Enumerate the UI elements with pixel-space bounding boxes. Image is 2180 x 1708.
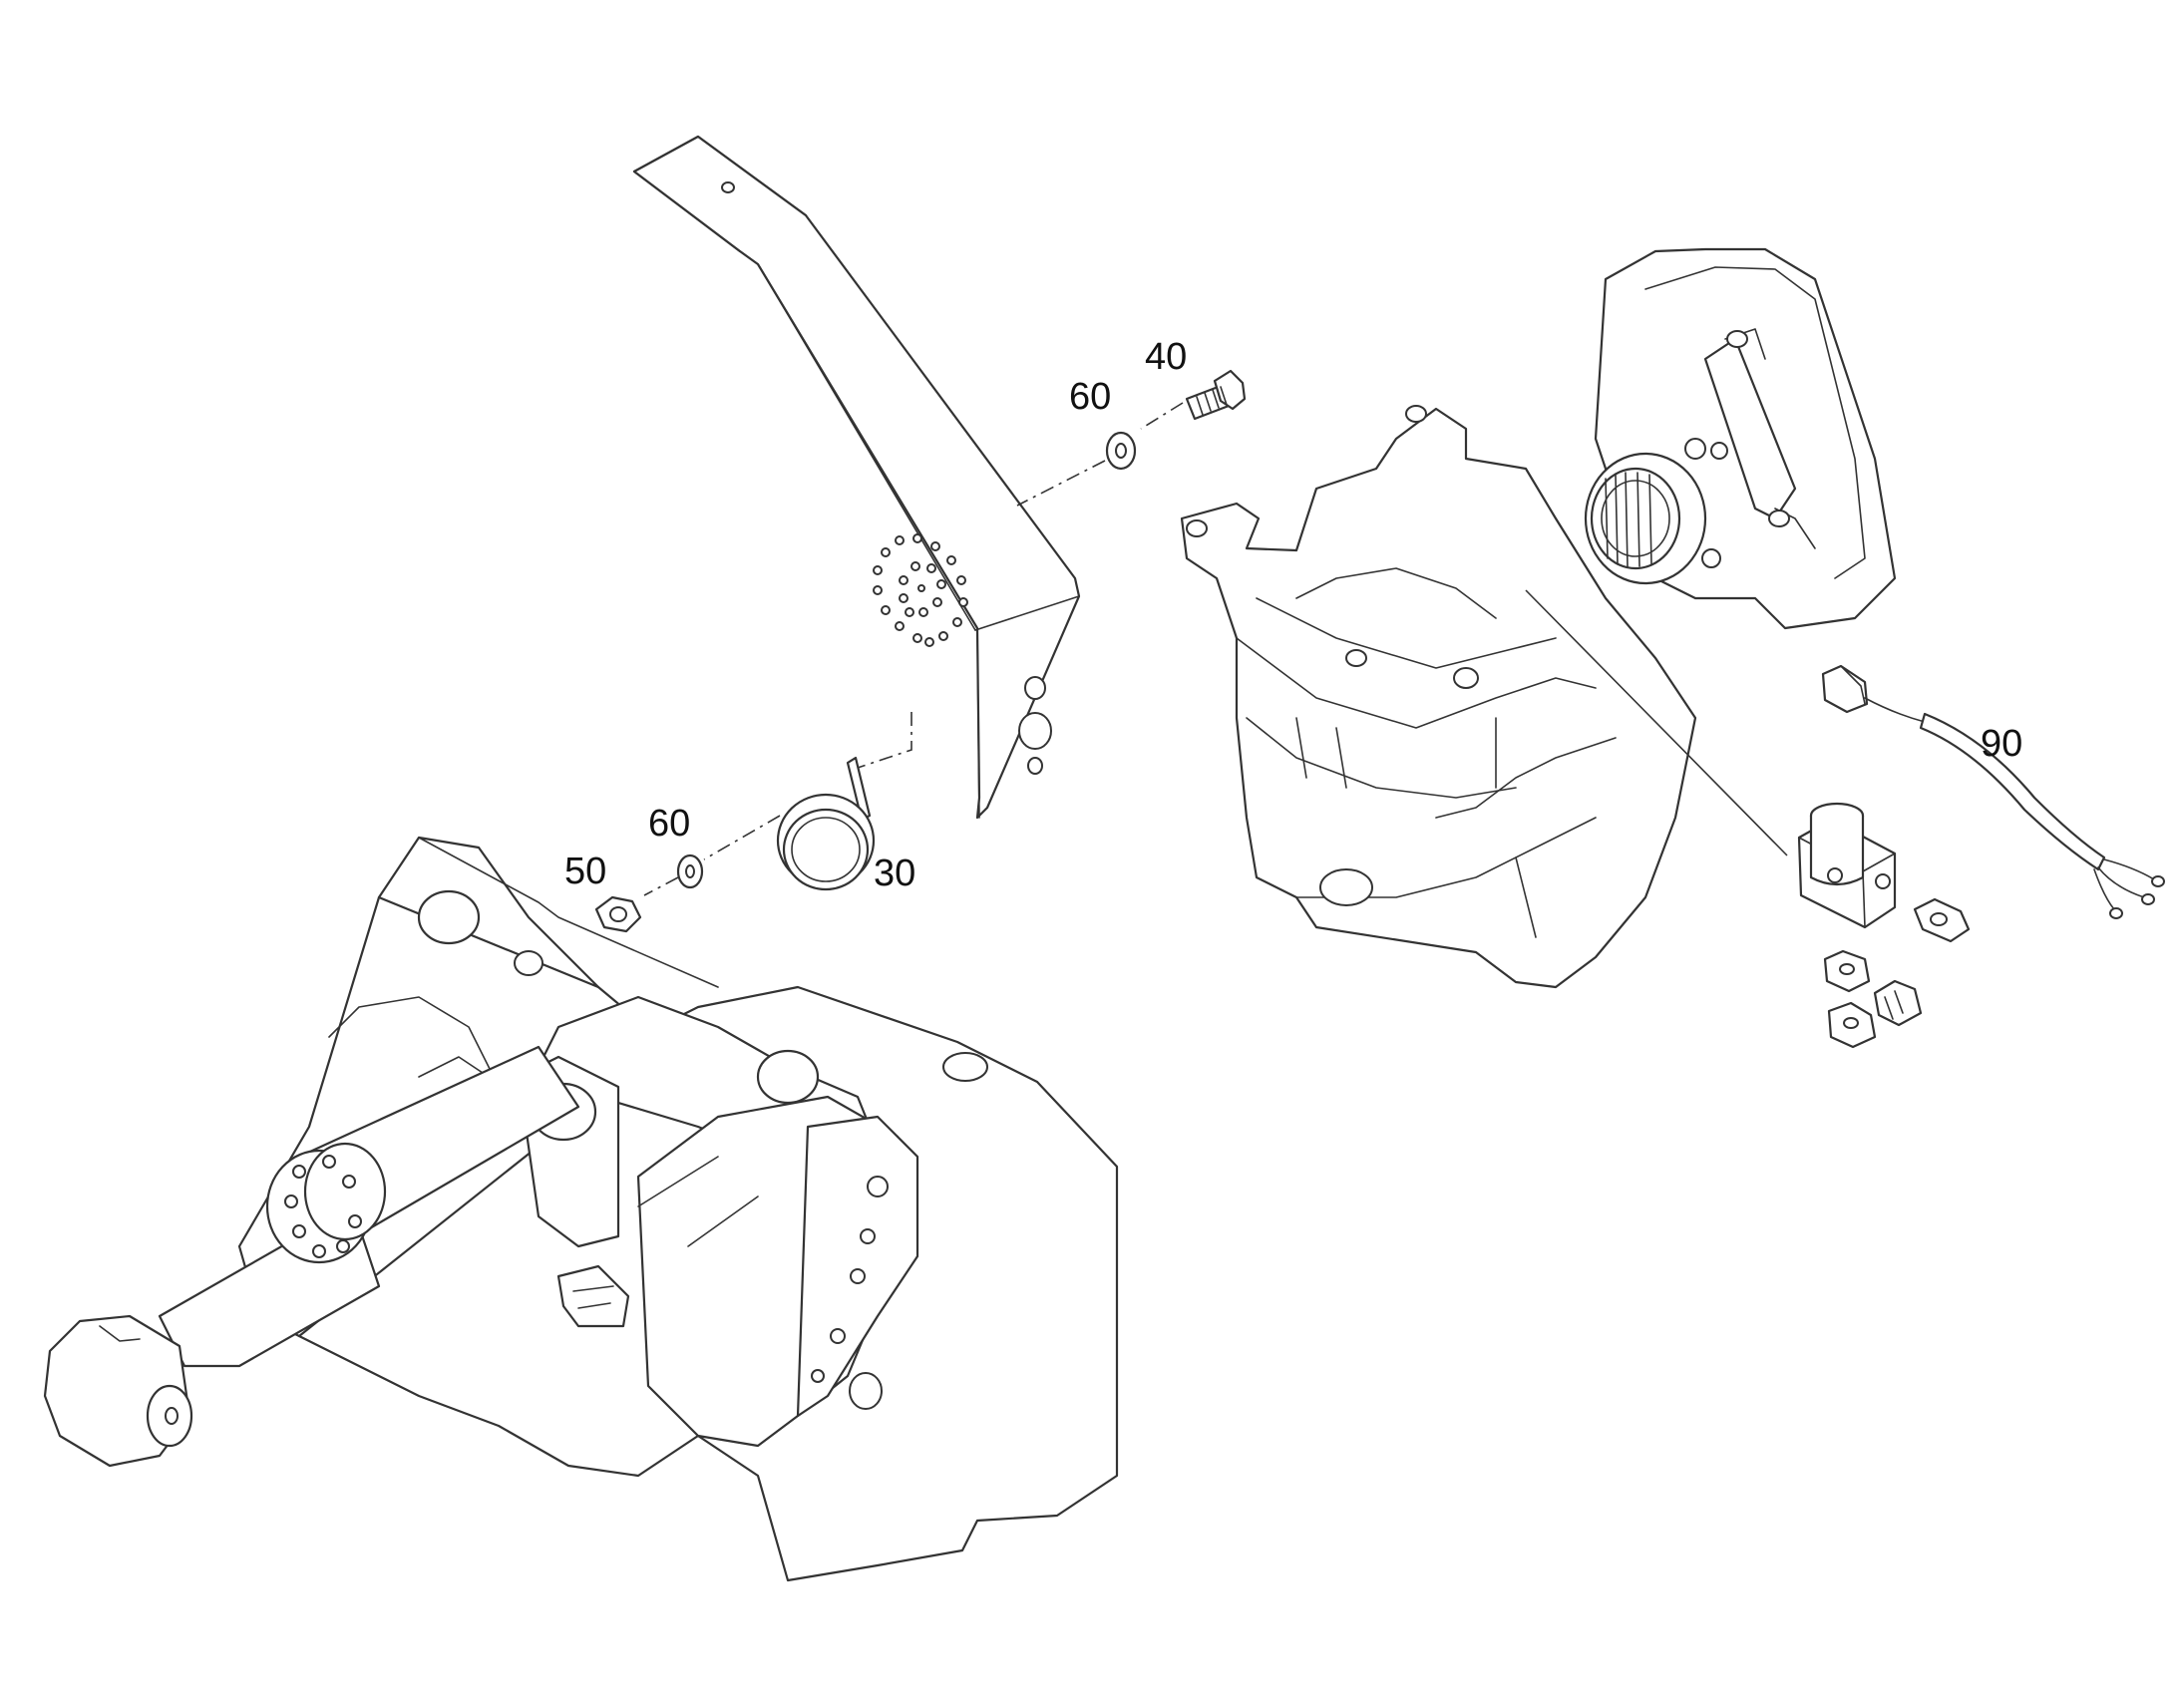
- steering-unit: [1584, 247, 1897, 630]
- horn-part: [776, 756, 876, 891]
- callout-60-mid: 60: [648, 803, 690, 845]
- screw-part: [1185, 369, 1247, 421]
- washer-top-part: [1105, 431, 1137, 471]
- fitting-parts: [1823, 897, 1971, 1049]
- washer-mid-part: [676, 854, 704, 889]
- callout-90: 90: [1981, 723, 2022, 765]
- nut-part: [594, 895, 642, 933]
- callout-30: 30: [874, 853, 915, 894]
- chassis-frame: [1180, 405, 1697, 989]
- hole-pattern-circle: [873, 533, 968, 647]
- hydraulic-cylinder: [43, 1045, 580, 1468]
- leader-lines: [1525, 589, 1788, 856]
- mounting-arm: [632, 135, 1081, 820]
- valve-block-part: [1797, 802, 1897, 929]
- assembly-center-lines: [643, 402, 1184, 896]
- harness-part: [1821, 664, 2165, 919]
- callout-60-top: 60: [1069, 376, 1111, 418]
- callout-50: 50: [564, 851, 606, 892]
- callout-labels: 40 60 60 50 30 90: [564, 336, 2022, 894]
- callout-40: 40: [1145, 336, 1187, 378]
